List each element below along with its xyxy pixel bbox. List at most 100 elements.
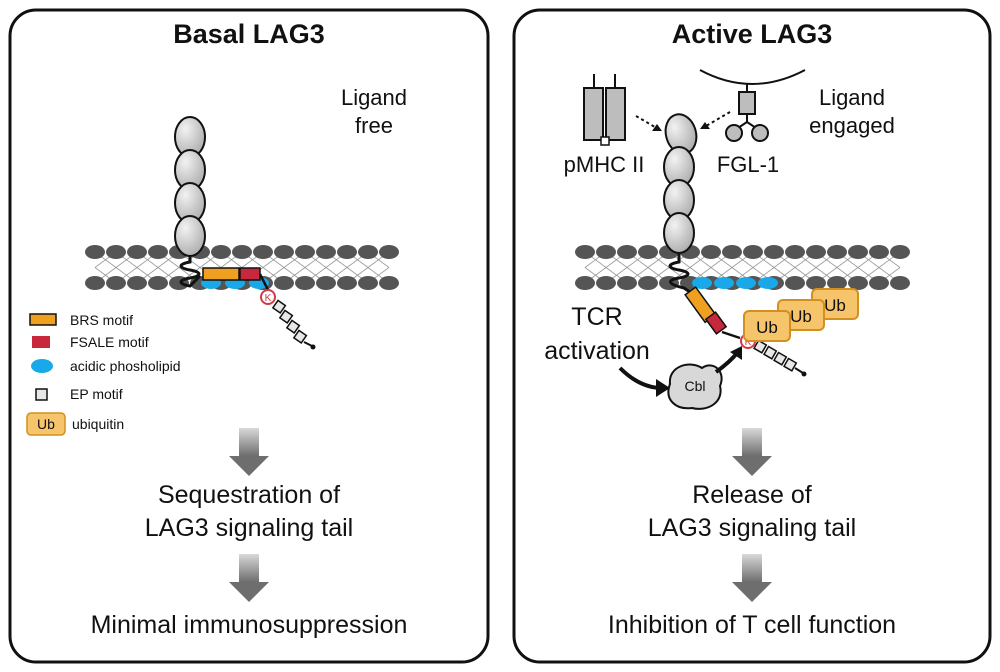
basal-lag3-receptor: K <box>174 116 316 350</box>
active-ligand-label-2: engaged <box>809 113 895 138</box>
active-step1-line1: Release of <box>692 481 812 509</box>
pmhc-ii-label: pMHC II <box>564 152 645 177</box>
legend-swatch-phospholipid <box>31 359 53 373</box>
fgl1-label: FGL-1 <box>717 152 779 177</box>
legend-label-ub: ubiquitin <box>72 416 124 432</box>
cbl-enzyme <box>667 363 723 410</box>
lipid-head <box>316 245 336 259</box>
lipid-head <box>127 245 147 259</box>
fsale-motif <box>239 267 261 281</box>
lipid-head <box>890 276 910 290</box>
lipid-head <box>848 276 868 290</box>
legend: BRS motif FSALE motif acidic phosholipid… <box>26 312 181 436</box>
basal-step1-line1: Sequestration of <box>158 481 340 509</box>
lipid-head <box>274 245 294 259</box>
tcr-label-2: activation <box>544 337 650 365</box>
fsale-motif <box>704 311 728 335</box>
transmembrane-helix <box>668 253 691 294</box>
tcr-to-cbl-arrowhead <box>656 379 670 397</box>
active-lag3-receptor: K <box>663 113 807 377</box>
legend-swatch-fsale <box>32 336 50 348</box>
lipid-head <box>85 276 105 290</box>
lipid-head <box>869 276 889 290</box>
legend-label-fsale: FSALE motif <box>70 334 149 350</box>
lipid-head <box>379 245 399 259</box>
lipid-head <box>596 245 616 259</box>
lipid-head <box>827 245 847 259</box>
basal-ligand-label-1: Ligand <box>341 85 407 110</box>
legend-label-ep: EP motif <box>70 386 123 402</box>
fgl1-ligand: FGL-1 <box>699 69 806 177</box>
lipid-head <box>295 276 315 290</box>
lipid-head <box>106 245 126 259</box>
legend-label-brs: BRS motif <box>70 312 133 328</box>
basal-step1-line2: LAG3 signaling tail <box>145 514 353 542</box>
lipid-head <box>806 276 826 290</box>
lipid-head <box>764 245 784 259</box>
lipid-head <box>827 276 847 290</box>
lysine-label: K <box>265 293 272 304</box>
lipid-head <box>890 245 910 259</box>
lipid-head <box>701 245 721 259</box>
lipid-head <box>127 276 147 290</box>
basal-title: Basal LAG3 <box>173 19 325 49</box>
lipid-head <box>617 245 637 259</box>
lipid-head <box>274 276 294 290</box>
active-flow-arrow-2 <box>732 554 772 602</box>
lipid-head <box>722 245 742 259</box>
lipid-head <box>575 276 595 290</box>
active-step1-line2: LAG3 signaling tail <box>648 514 856 542</box>
lipid-head <box>85 245 105 259</box>
lipid-head <box>211 245 231 259</box>
active-ligand-label-1: Ligand <box>819 85 885 110</box>
lipid-head <box>596 276 616 290</box>
ig-domain <box>663 212 695 254</box>
cbl-to-lysine-arrowhead <box>730 346 742 360</box>
active-title: Active LAG3 <box>672 19 833 49</box>
lipid-head <box>638 276 658 290</box>
acidic-phospholipid <box>758 277 778 289</box>
cbl-label: Cbl <box>684 378 705 394</box>
lipid-head <box>617 276 637 290</box>
pmhc-ii-ligand: pMHC II <box>564 74 645 177</box>
lipid-head <box>638 245 658 259</box>
lipid-head <box>295 245 315 259</box>
fgl1-binding-arrow <box>705 111 731 127</box>
ig-domain <box>174 215 206 257</box>
basal-panel <box>8 8 490 664</box>
legend-label-phospholipid: acidic phosholipid <box>70 358 181 374</box>
lipid-head <box>232 245 252 259</box>
lipid-head <box>785 276 805 290</box>
lipid-head <box>337 245 357 259</box>
fgl1-binding-arrowhead <box>700 122 710 129</box>
cytoplasmic-tail <box>721 330 741 340</box>
acidic-phospholipid <box>736 277 756 289</box>
lipid-head <box>379 276 399 290</box>
acidic-phospholipid <box>714 277 734 289</box>
acidic-phospholipid <box>692 277 712 289</box>
lipid-head <box>358 276 378 290</box>
lipid-head <box>358 245 378 259</box>
lipid-head <box>869 245 889 259</box>
lipid-head <box>806 245 826 259</box>
cytoplasmic-tail <box>258 273 270 291</box>
lipid-head <box>106 276 126 290</box>
active-step2: Inhibition of T cell function <box>608 611 896 639</box>
lipid-head <box>253 245 273 259</box>
legend-swatch-brs <box>29 313 57 326</box>
basal-ligand-label-2: free <box>355 113 393 138</box>
legend-swatch-ep <box>35 388 48 401</box>
lipid-head <box>785 245 805 259</box>
legend-swatch-ub <box>26 412 66 436</box>
lysine-label: K <box>745 337 752 348</box>
tcr-label-1: TCR <box>571 303 622 331</box>
legend-symbol-ub: Ub <box>37 416 55 432</box>
ubiquitin-chain: Ub Ub Ub <box>743 288 859 342</box>
ubiquitin-label: Ub <box>824 296 846 315</box>
ep-motif-chain <box>271 299 316 350</box>
lysine-site <box>260 289 276 305</box>
ubiquitin-label: Ub <box>756 318 778 337</box>
ep-motif-chain <box>753 339 807 377</box>
basal-flow-arrow-1 <box>229 428 269 476</box>
